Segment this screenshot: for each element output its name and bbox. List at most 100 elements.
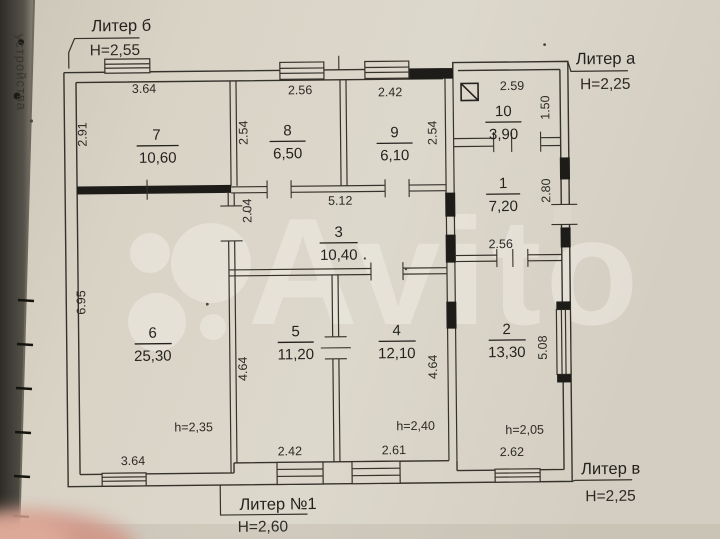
liter-n1-leader [219,485,308,516]
dim-room7-left: 2.91 [75,122,89,147]
dim-room9-right: 2.54 [425,121,439,146]
dim-room5-left: 4.64 [236,357,250,382]
liter-a-leader [567,61,628,72]
svg-text:6,50: 6,50 [273,145,302,162]
dust-specks [29,43,547,306]
dim-room1-right: 2.80 [539,178,553,203]
watermark-logo-circle [200,314,226,340]
dim-room6-left: 6.95 [74,290,88,315]
wall-corridor-top [231,184,447,194]
svg-text:10,60: 10,60 [139,149,177,166]
dim-room8-top: 2.56 [288,83,313,97]
svg-text:3,90: 3,90 [489,126,518,143]
window-symbol-room2-right [555,301,572,383]
liter-b-leader [68,37,140,69]
svg-text:4: 4 [392,322,401,339]
window-symbol-room2-bottom [494,468,541,483]
floorplan-drawing: 7 10,60 8 6,50 9 6,10 10 3,90 1 [29,17,641,536]
paper-bottom-shadow [0,524,720,539]
ink-speck [13,92,21,100]
svg-text:25,30: 25,30 [134,348,172,365]
room-3-label: 3 10,40 [319,224,358,264]
window-symbol-room9-top [364,60,410,80]
paper-edge-line [18,0,35,539]
svg-text:1: 1 [499,175,508,192]
dim-room6-bottom: 3.64 [121,454,146,468]
dim-room4-bottom: 2.61 [382,443,407,457]
partition-7-8 [229,80,238,186]
outer-walls [63,60,573,488]
door-ticks-corridor [370,262,404,281]
svg-text:Литер а: Литер а [576,50,637,69]
room-4-label: 4 12,10 [378,322,416,362]
partition-8-9 [339,79,348,186]
finger-highlight [0,514,70,539]
room-9-label: 9 6,10 [376,124,413,164]
svg-text:6,10: 6,10 [380,147,409,164]
window-symbol-room7-top [104,58,151,74]
thick-wall-segment [445,234,456,263]
svg-text:Литер б: Литер б [91,17,151,36]
dim-room6-height: h=2,35 [174,420,213,434]
window-symbol-room8-top [279,61,325,81]
room-1-label: 1 7,20 [486,175,521,215]
svg-text:7,20: 7,20 [489,198,518,215]
watermark-logo-circle [128,293,186,351]
photo-left-edge [0,0,34,539]
svg-text:5: 5 [291,323,300,340]
room-8-label: 8 6,50 [269,122,306,162]
dim-room4-right: 4.64 [426,355,440,380]
partition-1-2 [454,253,562,263]
window-symbol-room6-bottom [101,472,147,487]
wall-6-corridor [227,192,238,473]
thick-wall-segment [445,192,456,217]
avito-watermark: Avito [128,187,638,357]
door-ticks-room9 [384,179,410,198]
room-10-label: 10 3,90 [485,103,522,143]
dim-room5-bottom: 2.42 [278,444,303,458]
watermark-logo-circle [130,233,170,273]
dim-room9-top: 2.42 [378,85,403,99]
svg-text:8: 8 [283,122,292,139]
svg-text:3: 3 [334,224,343,241]
dim-room2-bottom: 2.62 [500,445,525,459]
room-6-label: 6 25,30 [134,325,172,365]
svg-text:6: 6 [148,325,157,342]
stove-symbol [460,82,479,102]
liter-v-leader [571,479,633,482]
room-7-label: 7 10,60 [136,127,179,167]
door-ticks-1-2 [496,248,529,268]
svg-text:Н=2,25: Н=2,25 [585,488,636,506]
dim-room7-top: 3.64 [132,82,157,96]
partition-5-4 [331,274,341,462]
svg-text:Н=2,60: Н=2,60 [238,518,289,536]
thick-wall-segment [446,301,457,329]
svg-text:11,20: 11,20 [278,346,315,363]
window-symbol-room5-bottom [276,461,324,486]
door-ticks-room6 [220,205,243,242]
ink-speck [18,39,24,45]
liter-b-label: Литер б Н=2,55 [68,17,151,69]
svg-text:Н=2,25: Н=2,25 [580,76,631,94]
room-5-label: 5 11,20 [278,323,315,363]
svg-text:10,40: 10,40 [320,247,358,264]
svg-text:13,30: 13,30 [488,344,526,361]
door-ticks-room10 [492,131,542,153]
watermark-logo-circle [171,223,251,303]
wall-corridor-bottom [228,267,448,277]
door-ticks-5-4 [320,336,351,360]
thick-wall-room7-bottom [77,184,232,195]
dim-room1-bottom: 2.56 [488,237,513,251]
dim-room8-left: 2.54 [236,121,250,146]
dim-room3-left: 2.04 [240,198,254,223]
thick-wall-top-right [407,68,453,80]
liter-a-label: Литер а Н=2,25 [567,50,637,94]
svg-text:Литер в: Литер в [581,460,641,479]
svg-text:10: 10 [495,103,512,120]
liter-v-label: Литер в Н=2,25 [571,460,641,506]
thick-wall-segment [559,157,571,180]
svg-text:Литер №1: Литер №1 [239,495,316,514]
